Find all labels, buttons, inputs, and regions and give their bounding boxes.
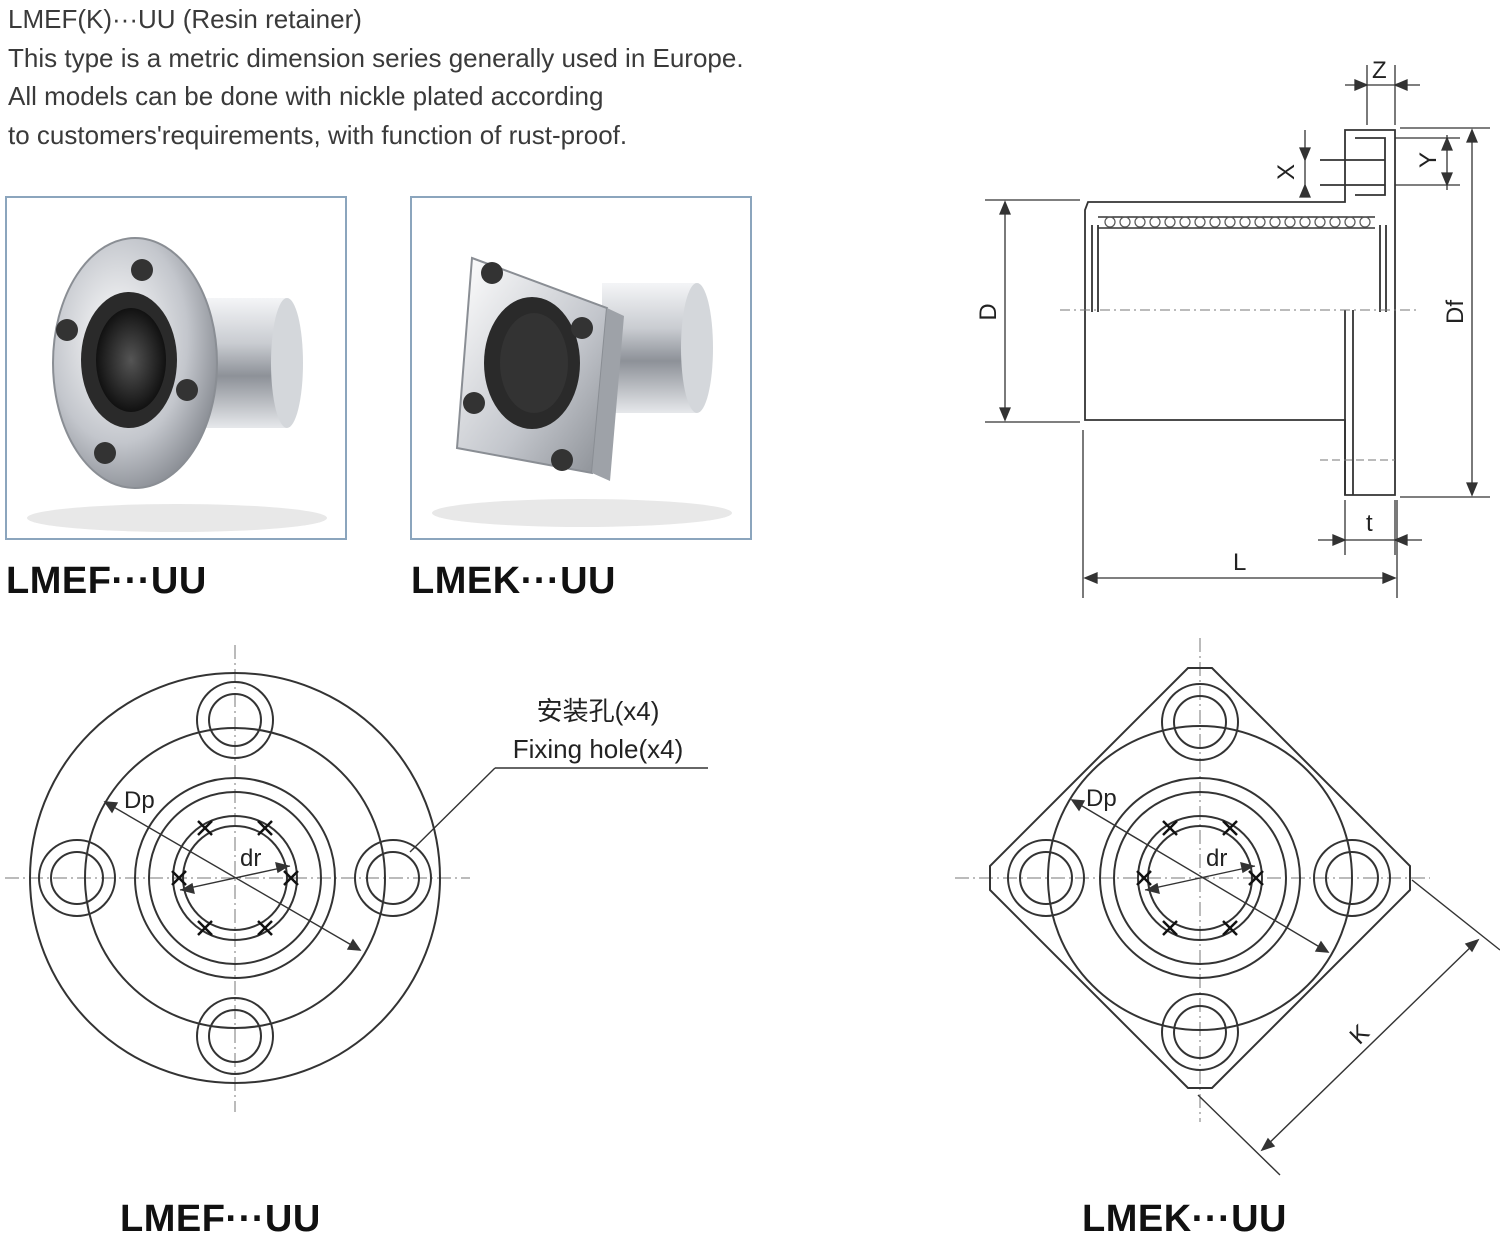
fixing-hole-label-en: Fixing hole(x4) (512, 734, 684, 764)
intro-text: LMEF(K)···UU (Resin retainer) This type … (8, 0, 744, 154)
dim-label-l: L (1233, 549, 1246, 576)
drawing-label-round: LMEF···UU (120, 1198, 321, 1240)
side-view-drawing: Z X Y D Df t L (975, 57, 1490, 598)
fixing-hole-callout: 安装孔(x4) Fixing hole(x4) (493, 692, 703, 768)
dim-label-y: Y (1415, 152, 1442, 168)
dim-label-dp-square: Dp (1086, 785, 1117, 812)
dim-label-t: t (1366, 510, 1373, 537)
fixing-hole-label-cn: 安装孔(x4) (536, 696, 660, 726)
dim-label-dr-round: dr (240, 845, 261, 872)
photo-square-flange (410, 196, 752, 540)
dim-label-dp-round: Dp (124, 787, 155, 814)
intro-line-4: to customers'requirements, with function… (8, 119, 628, 150)
photo-round-flange (5, 196, 347, 540)
intro-line-3: All models can be done with nickle plate… (8, 81, 604, 111)
dim-label-x: X (1273, 164, 1300, 180)
dim-label-df: Df (1442, 300, 1469, 324)
dim-label-d: D (975, 303, 1002, 320)
round-flange-bearing-image (27, 237, 327, 532)
intro-line-2: This type is a metric dimension series g… (8, 42, 744, 73)
square-flange-front-view: Dp dr K (955, 638, 1500, 1176)
round-flange-front-view: Dp dr (5, 645, 708, 1112)
intro-line-1: LMEF(K)···UU (Resin retainer) (8, 4, 362, 34)
drawing-label-square: LMEK···UU (1082, 1198, 1288, 1240)
photo-label-square: LMEK···UU (411, 560, 617, 602)
photo-label-round: LMEF···UU (6, 560, 207, 602)
dim-label-z: Z (1372, 57, 1387, 84)
dim-label-dr-square: dr (1206, 845, 1227, 872)
square-flange-bearing-image (432, 256, 732, 527)
